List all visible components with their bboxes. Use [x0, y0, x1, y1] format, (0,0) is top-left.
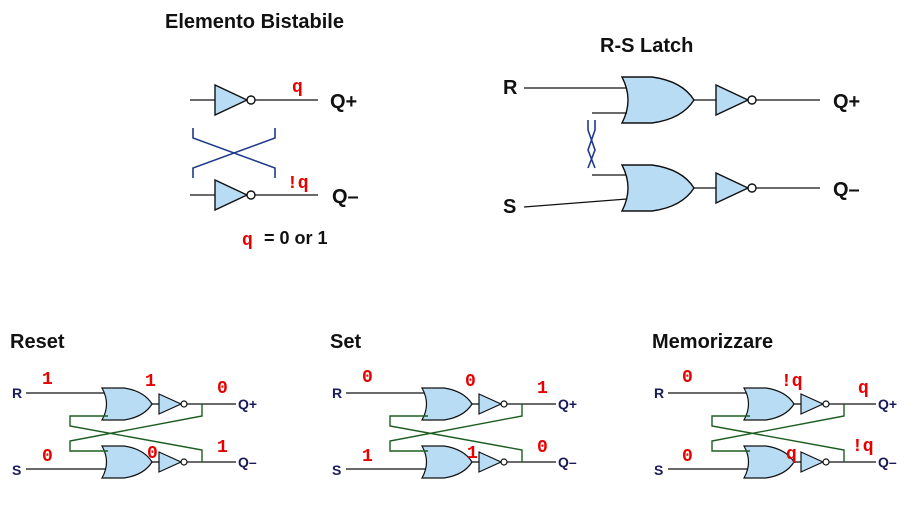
panel-q-minus: Q– [558, 454, 577, 470]
panel-q-plus: Q+ [878, 396, 897, 412]
panel-reset: Reset R Q+ S Q– 1 1 0 0 0 1 [10, 331, 257, 479]
rslatch-r-label: R [503, 77, 518, 99]
panel-top-or-gate [101, 387, 153, 421]
panel-value-bottom-gate: 0 [147, 444, 158, 464]
panel-top-inverter [158, 393, 188, 415]
panel-value-r: 0 [362, 368, 373, 388]
panel-title: Reset [10, 331, 65, 353]
panel-feedback-wire-b [389, 404, 523, 452]
bistable-title: Elemento Bistabile [165, 11, 344, 33]
rslatch-q-minus: Q– [833, 179, 860, 201]
panel-value-s: 1 [362, 447, 373, 467]
bistable-q-label: q [292, 78, 303, 98]
panel-feedback-wire-a [69, 415, 203, 462]
panel-q-plus: Q+ [558, 396, 577, 412]
panel-title: Memorizzare [652, 331, 773, 353]
rslatch-q-plus: Q+ [833, 91, 860, 113]
panel-q-plus: Q+ [238, 396, 257, 412]
rslatch-title: R-S Latch [600, 35, 693, 57]
bistable-bottom-inverter [214, 179, 256, 211]
panel-value-q-plus: 0 [217, 379, 228, 399]
panel-value-bottom-gate: q [786, 445, 797, 465]
panel-feedback-wire-a [711, 415, 845, 462]
panel-top-or-gate [421, 387, 473, 421]
panel-r-label: R [332, 385, 342, 401]
panel-value-top-gate: 1 [145, 372, 156, 392]
panel-value-s: 0 [42, 447, 53, 467]
bistable-not-q-label: !q [287, 174, 309, 194]
bistable-cross-wire-b [192, 128, 276, 178]
rslatch-top-inverter [715, 84, 757, 116]
panel-s-label: S [12, 462, 21, 478]
rslatch-bottom-inverter [715, 172, 757, 204]
panel-value-s: 0 [682, 447, 693, 467]
panel-value-top-gate: 0 [465, 372, 476, 392]
bistable-top-inverter [214, 84, 256, 116]
panel-value-top-gate: !q [781, 372, 803, 392]
rslatch-top-or-gate [621, 76, 695, 124]
panel-title: Set [330, 331, 361, 353]
panel-r-label: R [654, 385, 664, 401]
panel-q-minus: Q– [238, 454, 257, 470]
panel-top-inverter [800, 393, 830, 415]
panel-value-q-minus: 0 [537, 438, 548, 458]
panel-r-label: R [12, 385, 22, 401]
panel-top-or-gate [743, 387, 795, 421]
rslatch-s-label: S [503, 196, 516, 218]
panel-value-q-plus: 1 [537, 379, 548, 399]
panel-feedback-wire-b [69, 404, 203, 452]
panel-value-q-minus: !q [852, 437, 874, 457]
panel-value-bottom-gate: 1 [467, 444, 478, 464]
bistable-q-plus: Q+ [330, 91, 357, 113]
panel-bottom-inverter [800, 451, 830, 473]
panel-value-q-minus: 1 [217, 438, 228, 458]
panel-bottom-inverter [478, 451, 508, 473]
panel-value-r: 1 [42, 370, 53, 390]
rslatch-s-wire [523, 198, 628, 208]
bistable-eq-text: = 0 or 1 [264, 228, 328, 248]
panel-bottom-or-gate [421, 445, 473, 479]
bistable-q-minus: Q– [332, 186, 359, 208]
panel-s-label: S [654, 462, 663, 478]
rs-latch: R-S Latch R Q+ S Q– [503, 35, 860, 218]
panel-bottom-or-gate [101, 445, 153, 479]
bistable-eq-var: q [242, 231, 253, 251]
rslatch-cross-wire-b [587, 120, 596, 169]
panel-s-label: S [332, 462, 341, 478]
panel-q-minus: Q– [878, 454, 897, 470]
panel-top-inverter [478, 393, 508, 415]
rslatch-bottom-or-gate [621, 164, 695, 212]
panel-value-r: 0 [682, 368, 693, 388]
panel-value-q-plus: q [858, 379, 869, 399]
panel-feedback-wire-b [711, 404, 845, 452]
panel-set: Set R Q+ S Q– 0 0 1 1 1 0 [330, 331, 577, 479]
panel-feedback-wire-a [389, 415, 523, 462]
panel-bottom-inverter [158, 451, 188, 473]
bistable-element: Elemento Bistabile q Q+ !q Q– q = 0 or 1 [165, 11, 359, 251]
panel-memorizzare: Memorizzare R Q+ S Q– 0 !q q 0 q !q [652, 331, 897, 479]
